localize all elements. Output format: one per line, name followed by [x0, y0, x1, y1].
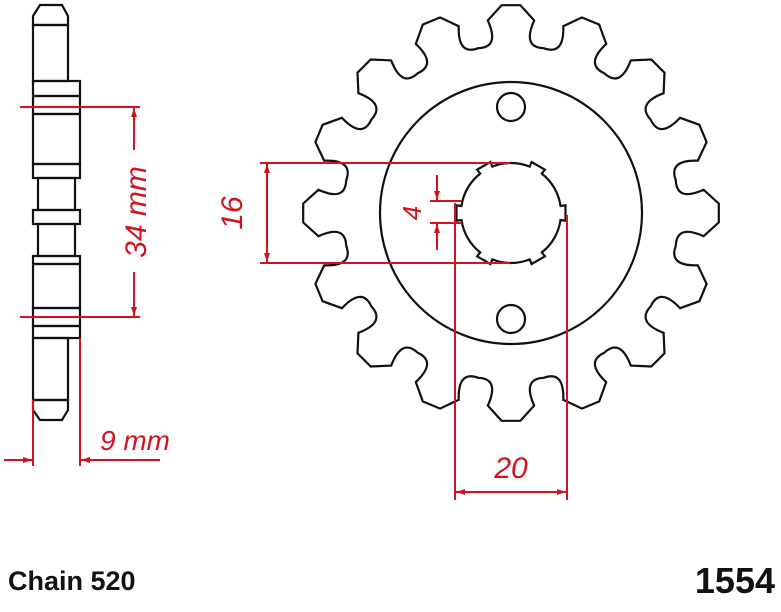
- part-number: 1554: [694, 560, 775, 601]
- front-view: [302, 4, 720, 422]
- side-hatched-section: [31, 23, 70, 83]
- side-tooth-bottom: [31, 398, 70, 422]
- side-tooth-top: [31, 3, 70, 27]
- sprocket-outline: [302, 4, 720, 422]
- side-hub-section: [31, 79, 82, 98]
- side-bore-band: [31, 254, 82, 266]
- mounting-hole-bottom: [495, 303, 527, 335]
- side-hatched-section: [31, 336, 70, 402]
- bore-width-label: 20: [493, 452, 528, 485]
- hub-circle: [378, 80, 644, 346]
- dimension-4: 4: [397, 175, 462, 250]
- side-hatched-section: [31, 262, 82, 310]
- spline-width-label: 4: [397, 206, 427, 220]
- mounting-hole-top: [495, 91, 527, 123]
- side-spline: [36, 222, 77, 258]
- dimension-20: 20: [454, 203, 568, 500]
- dimension-34mm: 34 mm: [20, 106, 153, 318]
- chain-label: Chain 520: [8, 566, 136, 596]
- dimension-9mm: 9 mm: [4, 338, 170, 466]
- dimension-16: 16: [216, 162, 510, 264]
- width-dimension-label: 9 mm: [100, 425, 170, 456]
- side-bore-band: [31, 162, 82, 180]
- side-view: [31, 3, 82, 422]
- spline-height-label: 16: [216, 196, 249, 230]
- side-bore-band: [31, 94, 82, 116]
- splined-bore: [455, 160, 567, 266]
- side-bore-band: [31, 208, 82, 226]
- side-spline: [36, 176, 77, 212]
- bore-dimension-label: 34 mm: [120, 166, 153, 258]
- side-hub-section: [31, 324, 82, 340]
- side-hatched-section: [31, 112, 82, 166]
